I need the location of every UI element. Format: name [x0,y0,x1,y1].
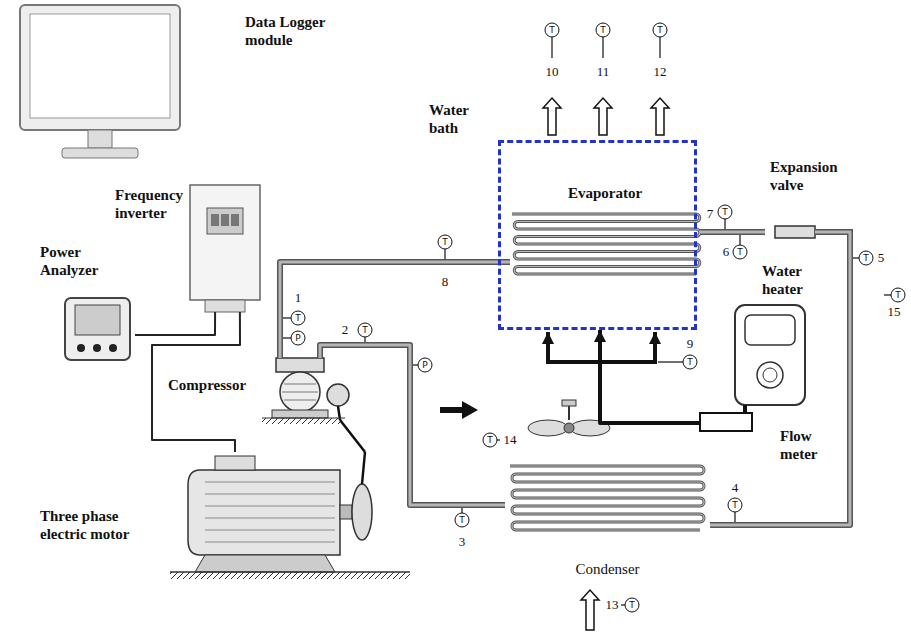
callout-number: 10 [546,65,559,79]
component-label: Compressor [168,376,263,394]
callout-number: 13 [606,598,619,612]
component-label: Three phase electric motor [40,507,162,543]
sensor-symbol: T [358,323,373,338]
sensor-symbol: T [483,433,498,448]
callout-number: 1 [295,291,302,305]
refrigerant-pipe [700,232,765,233]
flow-meter: Flow meter [700,413,845,468]
component-label: Condenser [505,560,710,578]
sensor-symbol: T [683,355,698,370]
callout-number: 15 [888,305,901,319]
frequency-inverter: Frequency inverter [112,183,262,312]
air-arrow [581,590,599,630]
callout-number: 12 [654,65,667,79]
sensor-symbol: T [455,513,470,528]
component-label: Data Logger module [245,13,357,49]
sensor-symbol: T [859,251,874,266]
callout-number: 11 [597,65,610,79]
callout-number: 6 [723,245,730,259]
component-label: Frequency inverter [115,186,195,222]
refrigerant-pipe [320,345,505,505]
callout-number: 3 [459,535,466,549]
sensor-symbol: T [596,23,611,38]
sensor-symbol: T [545,23,560,38]
component-label: Power Analyzer [40,243,130,279]
fan [528,400,610,436]
component-label: Expansion valve [770,158,858,194]
heater-drawing [735,305,805,405]
motor-drawing [170,452,410,579]
evaporator-coil [512,214,700,274]
electric-motor: Three phase electric motor [35,452,380,580]
water-heater: Water heater [735,260,840,405]
condenser-coil [510,466,704,530]
component-label: Water heater [762,262,838,298]
sensor-stems [283,37,891,605]
component-label: Flow meter [780,427,840,463]
evaporator-coil [512,214,700,274]
sensor-symbol: T [728,498,743,513]
sensor-symbol: T [625,598,640,613]
water-line [600,330,700,423]
power-analyzer-device [65,298,130,360]
refrigerant-pipe [710,240,850,525]
sensor-symbol: T [291,311,306,326]
data-logger: Data Logger module [15,3,360,165]
heat-exchanger-coils [510,214,704,530]
compressor-drawing [262,358,349,424]
sensor-symbol: T [653,23,668,38]
evaporator: Evaporator [510,180,700,280]
component-label: Water bath [429,101,491,137]
sensor-symbol: T [733,245,748,260]
sensor-symbol: P [291,331,306,346]
power-cable [135,312,215,335]
power-analyzer: Power Analyzer [35,240,135,362]
flow-arrow [440,401,478,419]
flow-meter-symbol [700,413,845,468]
monitor [20,5,180,158]
callout-number: 7 [707,207,714,221]
water-bath: Water bathEvaporator [498,140,697,330]
compressor: Compressor [163,358,345,420]
callout-number: 2 [342,323,349,337]
water-line [745,405,746,413]
inverter-box [190,185,260,312]
condenser: Condenser [505,460,710,580]
sensor-symbol: T [718,205,733,220]
condenser-coil [510,466,704,530]
sensor-symbol: T [891,288,906,303]
callout-number: 9 [687,337,694,351]
component-label: Evaporator [510,184,700,202]
callout-number: 5 [878,251,885,265]
callout-number: 8 [442,275,449,289]
sensor-symbol: T [438,235,453,250]
callout-number: 4 [732,481,739,495]
refrigerant-pipe [280,262,510,358]
sensor-symbol: P [418,358,433,373]
expansion-valve: Expansion valve [765,158,860,240]
drive-belt [340,420,365,452]
callout-number: 14 [504,433,517,447]
